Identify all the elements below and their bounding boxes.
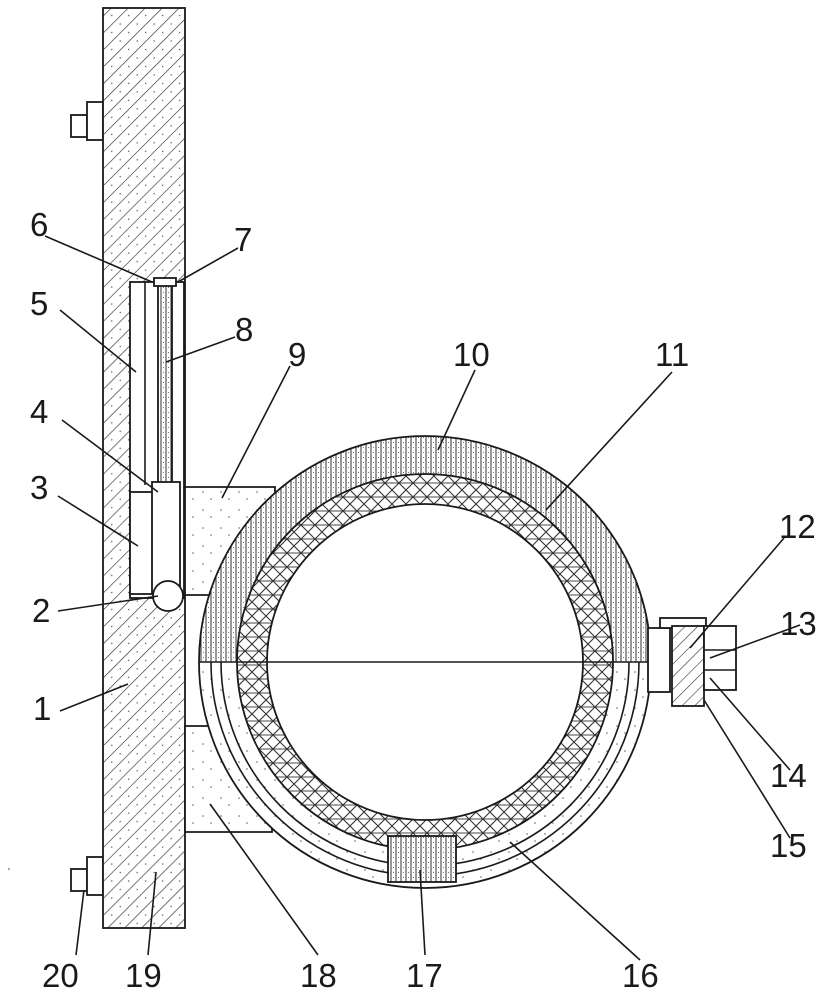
label-3: 3	[30, 469, 48, 506]
label-20: 20	[42, 957, 79, 994]
label-12: 12	[779, 508, 816, 545]
label-2: 2	[32, 592, 50, 629]
label-13: 13	[780, 605, 817, 642]
label-4: 4	[30, 393, 48, 430]
label-7: 7	[234, 221, 252, 258]
label-9: 9	[288, 336, 306, 373]
bolt-bottom	[70, 856, 104, 896]
right-clamp	[647, 617, 737, 707]
bottom-connector	[387, 835, 457, 883]
leader-lines	[44, 235, 801, 961]
label-5: 5	[30, 285, 48, 322]
label-8: 8	[235, 311, 253, 348]
label-16: 16	[622, 957, 659, 994]
label-19: 19	[125, 957, 162, 994]
slide-block-inner	[151, 481, 181, 595]
label-17: 17	[406, 957, 443, 994]
label-10: 10	[453, 336, 490, 373]
label-14: 14	[770, 757, 807, 794]
label-1: 1	[33, 690, 51, 727]
label-11: 11	[655, 336, 689, 373]
label-15: 15	[770, 827, 807, 864]
label-18: 18	[300, 957, 337, 994]
bolt-top	[70, 101, 104, 141]
label-6: 6	[30, 206, 48, 243]
rod-cap	[153, 277, 177, 287]
screw-rod	[157, 281, 173, 488]
svg-text:': '	[8, 867, 10, 878]
